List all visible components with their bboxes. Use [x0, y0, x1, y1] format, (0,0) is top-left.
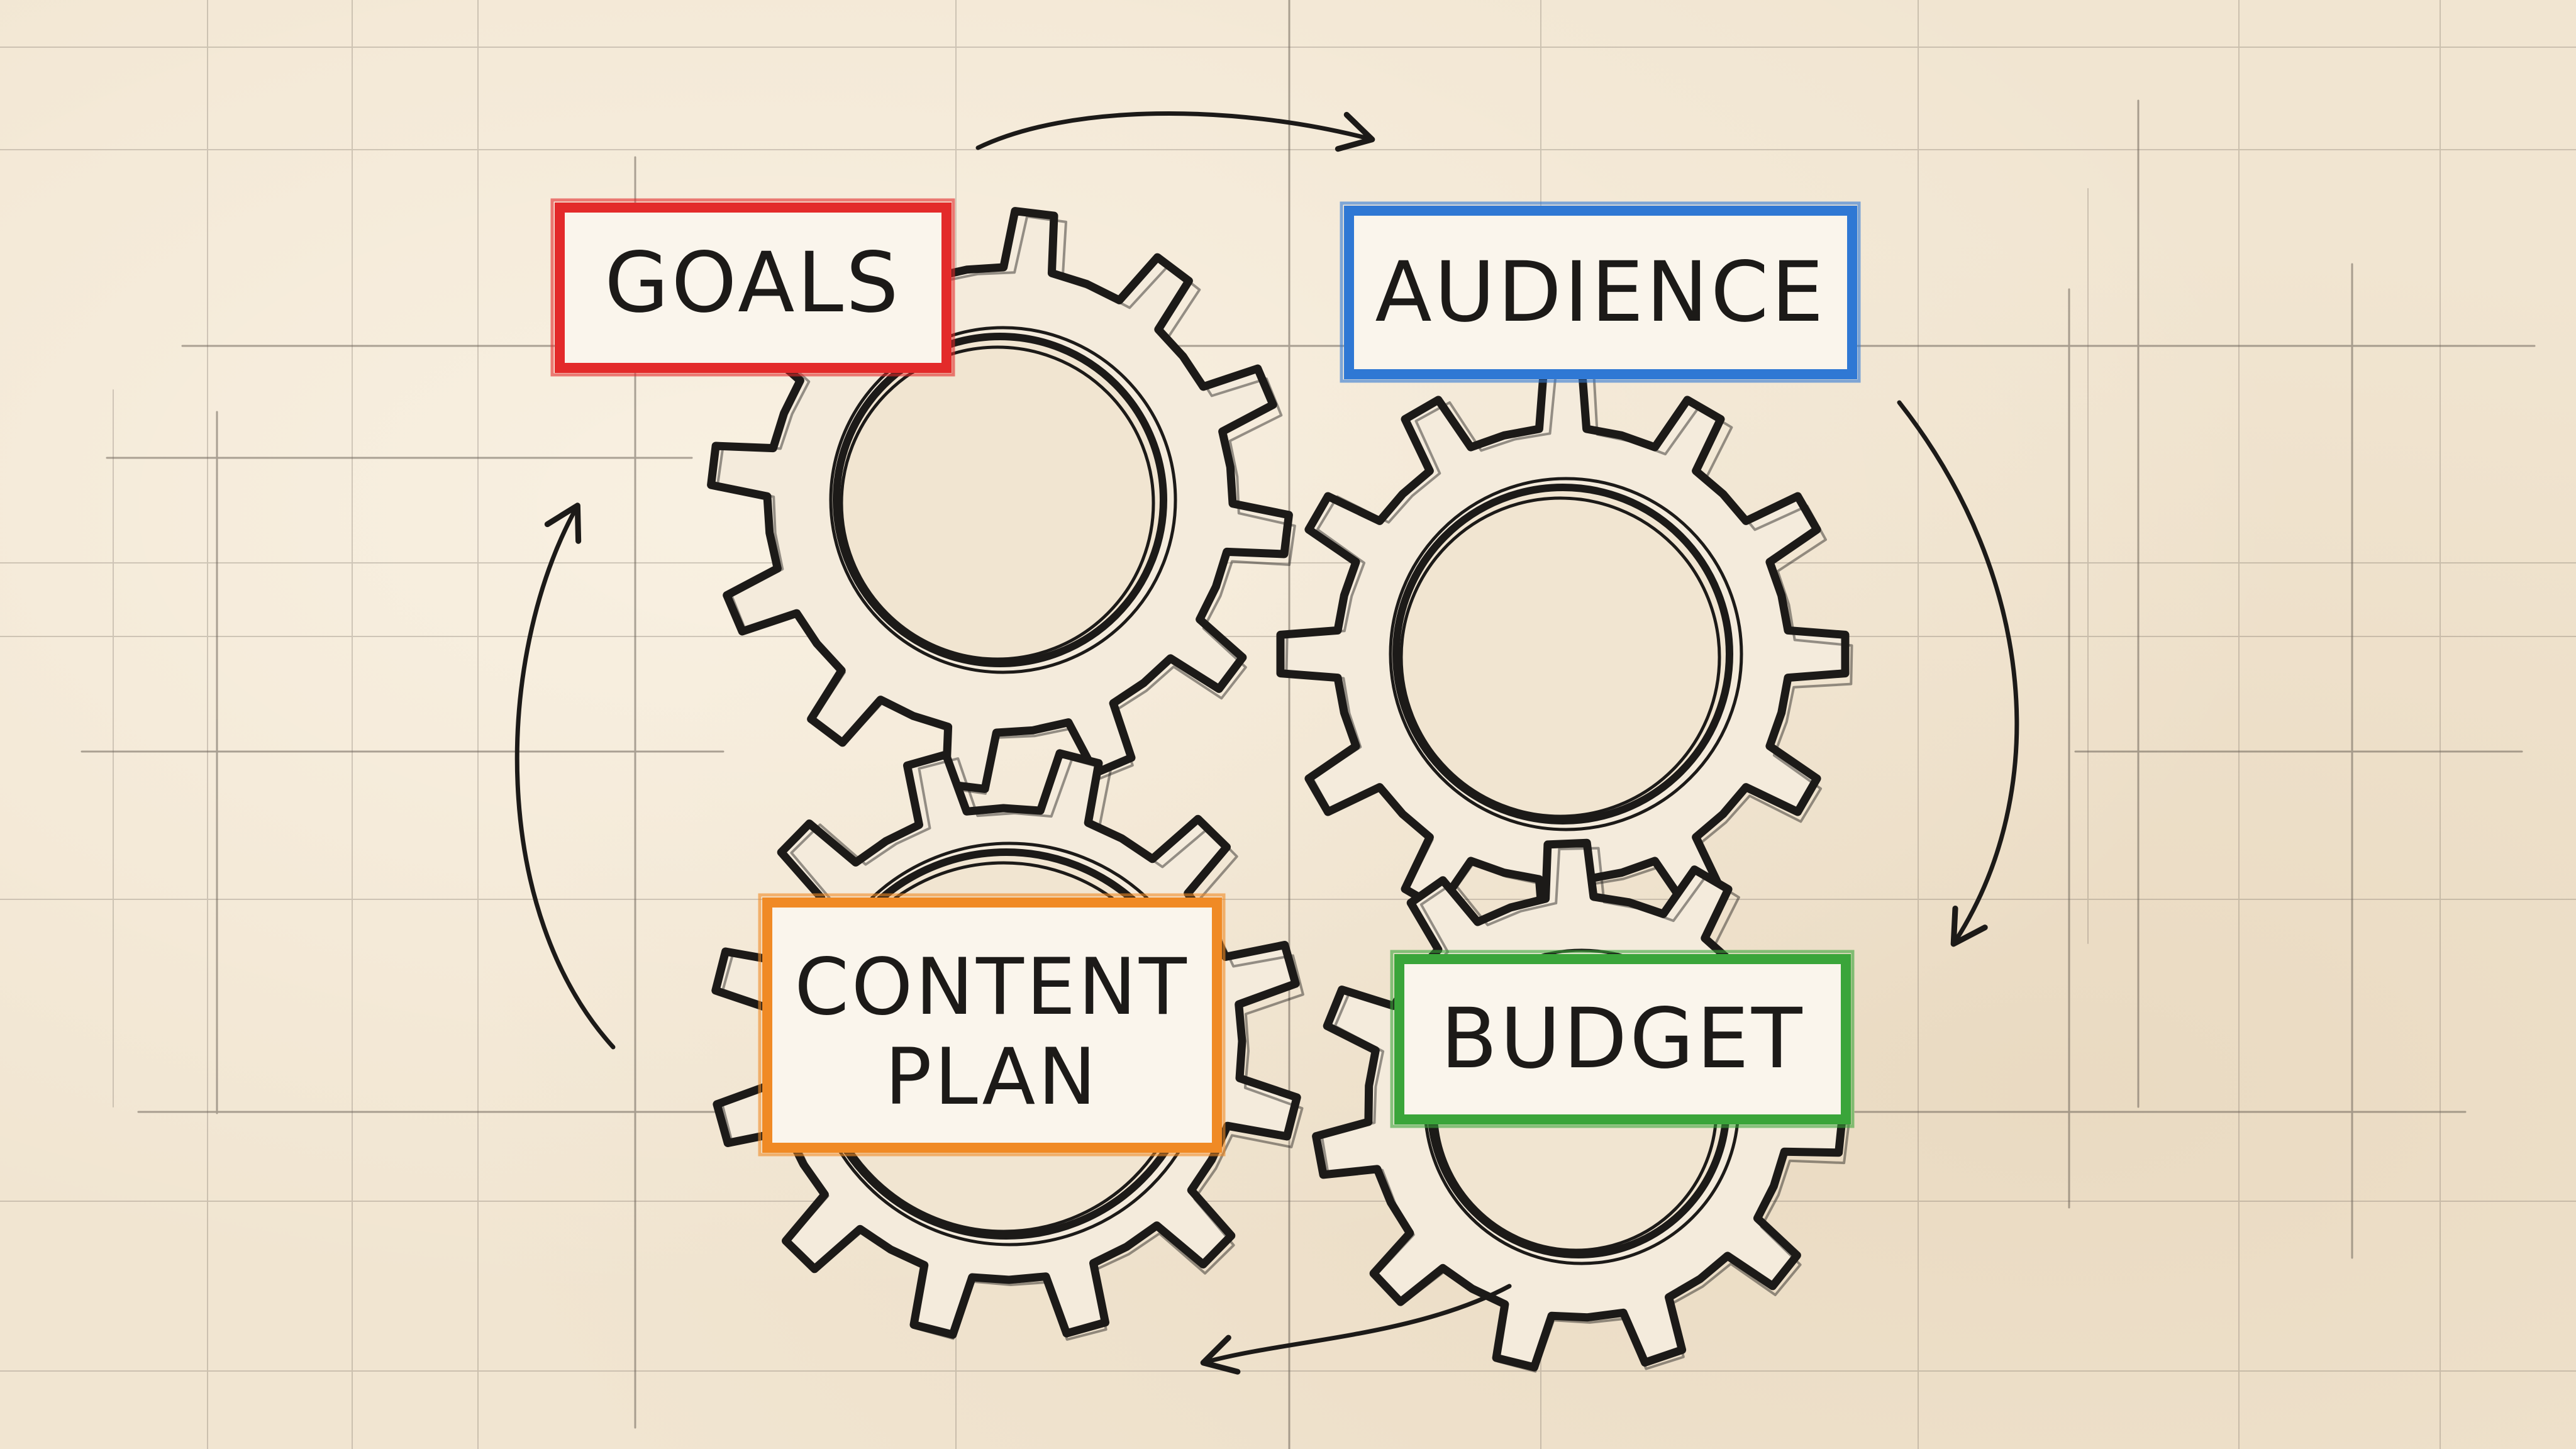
cycle-arrows — [514, 111, 2019, 1375]
label-content-plan-text-line-2: PLAN — [885, 1032, 1099, 1123]
label-content-plan-frame-sketch — [758, 893, 1226, 1157]
label-audience-frame — [1344, 206, 1857, 379]
gear2-hub-ring — [1389, 477, 1743, 831]
curved-arrow-icon-right — [1897, 400, 2019, 947]
label-budget: BUDGET — [1390, 950, 1855, 1128]
label-budget-text: BUDGET — [1440, 991, 1804, 1087]
label-budget-frame — [1394, 954, 1851, 1124]
gear2-hub-ring — [1392, 484, 1733, 824]
gear2-sketch-outline — [1285, 375, 1853, 943]
gear1-hub-ring — [833, 333, 1167, 667]
gear1-hub-ring — [829, 326, 1177, 674]
label-goals-frame-sketch — [550, 198, 955, 377]
label-content-plan-frame — [762, 897, 1222, 1153]
gear2-hub-ring — [1399, 496, 1721, 818]
gear-icon-right — [1276, 367, 1853, 943]
label-audience-text: AUDIENCE — [1375, 244, 1826, 341]
label-goals: GOALS — [550, 198, 955, 377]
label-content-plan-text-line-1: CONTENT — [794, 942, 1189, 1033]
curved-arrow-icon-top — [975, 111, 1375, 152]
label-content-plan: CONTENT PLAN — [758, 893, 1226, 1157]
label-audience: AUDIENCE — [1340, 201, 1861, 383]
label-goals-text: GOALS — [604, 235, 901, 331]
gear1-hub-ring — [840, 345, 1155, 661]
curved-arrow-icon-bottom — [1200, 1284, 1512, 1375]
gear4-sketch-outline — [1320, 847, 1850, 1373]
label-goals-frame — [555, 203, 952, 373]
gear1-sketch-outline — [716, 215, 1296, 795]
label-budget-frame-sketch — [1390, 950, 1855, 1128]
label-audience-frame-sketch — [1340, 201, 1861, 383]
curved-arrow-icon-left — [514, 502, 616, 1050]
